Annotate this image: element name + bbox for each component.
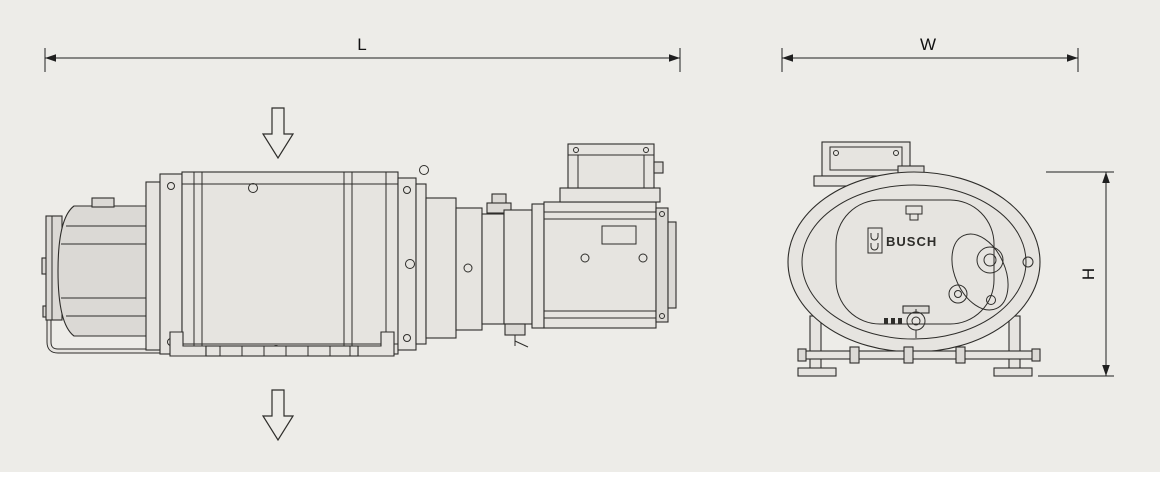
cable-gland xyxy=(653,161,664,174)
oil-drain-valve xyxy=(884,305,930,338)
brand-symbol-icon xyxy=(867,227,883,254)
flow-direction-arrow-bottom-icon xyxy=(261,389,295,442)
clamp-icon xyxy=(955,346,966,364)
flow-direction-arrow-top-icon xyxy=(261,107,295,160)
sight-glass-group xyxy=(948,233,1009,311)
terminal-box xyxy=(559,143,664,203)
screw-icon xyxy=(833,150,839,156)
brand-logo: BUSCH xyxy=(867,227,937,254)
dim-arrow-icon xyxy=(1102,365,1110,376)
oil-sight-glass-icon xyxy=(983,253,997,267)
dimension-width: W xyxy=(781,35,1079,72)
top-fitting xyxy=(909,213,919,221)
screw-icon xyxy=(573,147,579,153)
height-label: H xyxy=(1079,268,1098,280)
dim-arrow-icon xyxy=(1067,54,1078,62)
screw-icon xyxy=(893,150,899,156)
width-label: W xyxy=(920,35,936,54)
bolt-icon xyxy=(659,211,665,217)
coupling-housing xyxy=(503,209,533,348)
motor xyxy=(531,201,677,329)
top-fitting xyxy=(486,202,512,214)
nameplate xyxy=(601,225,637,245)
bolt-icon xyxy=(1022,256,1034,268)
clamp-icon xyxy=(849,346,860,364)
bolt-icon xyxy=(248,183,258,193)
bottom-margin xyxy=(0,472,1160,480)
dimension-length: L xyxy=(44,35,681,72)
base-bar xyxy=(797,346,1041,364)
inlet-flange xyxy=(145,173,183,355)
adapter-section xyxy=(425,193,512,339)
pump-end-view: BUSCH xyxy=(787,141,1041,377)
bolt-icon xyxy=(403,186,411,194)
plug-icon xyxy=(986,295,996,305)
bolt-icon xyxy=(638,253,648,263)
cover-plate xyxy=(835,199,995,325)
bolt-icon xyxy=(463,263,473,273)
oil-sight-glass-icon xyxy=(976,246,1004,274)
dim-arrow-icon xyxy=(45,54,56,62)
dim-arrow-icon xyxy=(669,54,680,62)
support-feet xyxy=(797,315,1033,377)
oil-fill-plug-icon xyxy=(954,290,962,298)
oil-fill-plug-icon xyxy=(948,284,968,304)
clamp-icon xyxy=(903,346,914,364)
outlet-flange xyxy=(397,165,429,351)
mounting-feet xyxy=(169,331,395,357)
end-cover xyxy=(45,197,149,337)
dim-arrow-icon xyxy=(1102,172,1110,183)
drain-valve xyxy=(504,323,526,336)
pump-side-view xyxy=(41,143,677,357)
bolt-icon xyxy=(167,182,175,190)
dim-arrow-icon xyxy=(782,54,793,62)
bolt-icon xyxy=(659,313,665,319)
length-label: L xyxy=(357,35,366,54)
dimension-height: H xyxy=(1038,171,1114,377)
pump-housing xyxy=(181,171,399,355)
bolt-icon xyxy=(403,334,411,342)
brand-text: BUSCH xyxy=(886,234,937,249)
lifting-eye-icon xyxy=(419,165,429,175)
screw-icon xyxy=(643,147,649,153)
bolt-icon xyxy=(405,259,415,269)
bolt-icon xyxy=(580,253,590,263)
